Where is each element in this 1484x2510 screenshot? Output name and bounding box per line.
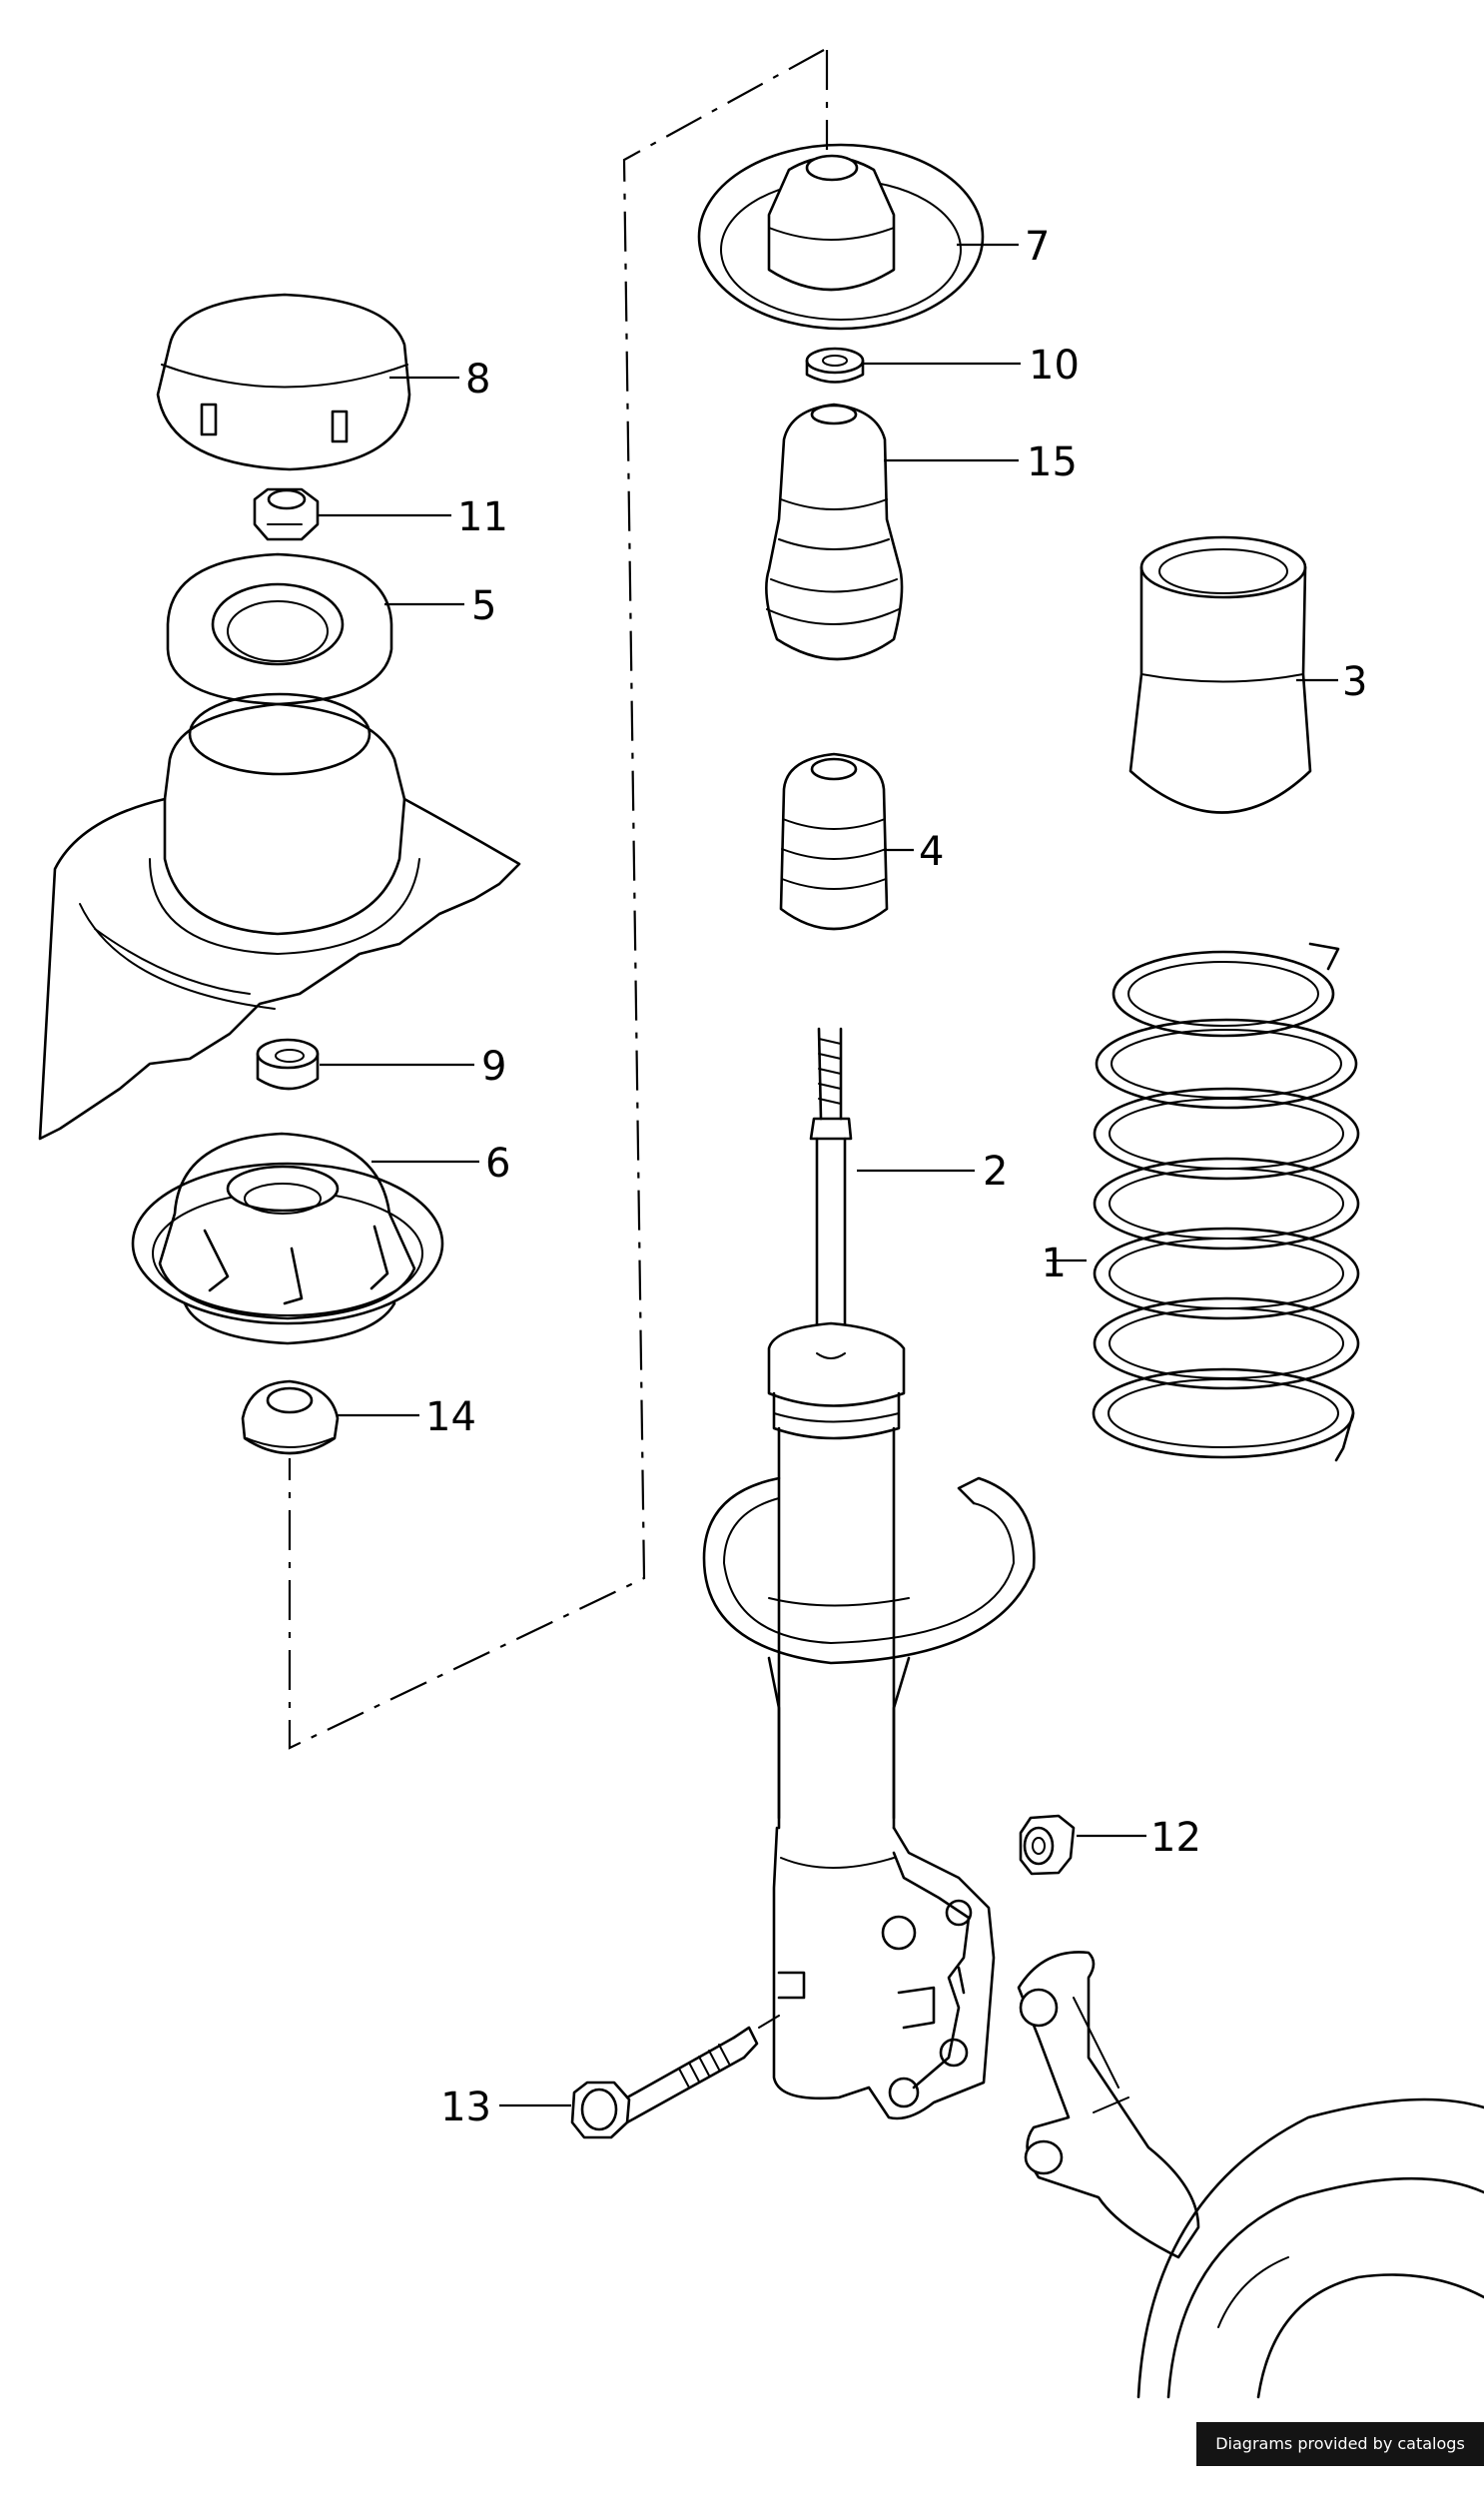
part-bump-stop-boot (765, 403, 904, 661)
callout-13: 13 (440, 2085, 491, 2130)
part-self-locking-nut (253, 487, 320, 541)
part-protective-sleeve (1128, 535, 1312, 814)
strut-tower (38, 692, 521, 1141)
callout-15: 15 (1027, 439, 1078, 485)
part-bearing-washer (166, 552, 393, 706)
callout-2: 2 (983, 1149, 1008, 1195)
callout-5: 5 (471, 583, 496, 629)
credit-badge[interactable]: Diagrams provided by catalogs parts (1196, 2422, 1484, 2497)
callout-12: 12 (1150, 1815, 1201, 1861)
part-coil-spring (1092, 942, 1360, 1462)
callout-10: 10 (1029, 343, 1080, 389)
callout-3: 3 (1342, 659, 1367, 705)
part-spring-seat (697, 143, 985, 331)
part-shock-absorber (702, 1027, 1036, 2120)
part-nut (1019, 1814, 1076, 1876)
steering-knuckle (1017, 1951, 1484, 2399)
callout-9: 9 (481, 1044, 506, 1090)
callout-11: 11 (457, 494, 508, 540)
part-spacer-sleeve (256, 1038, 320, 1091)
part-bump-stop (779, 752, 889, 931)
part-washer (805, 347, 865, 384)
callout-1: 1 (1042, 1241, 1067, 1286)
part-strut-mount (131, 1132, 444, 1345)
callout-6: 6 (485, 1141, 510, 1187)
callout-14: 14 (425, 1394, 476, 1440)
part-bolt (570, 2015, 780, 2139)
callout-4: 4 (919, 829, 944, 875)
callout-7: 7 (1025, 224, 1050, 270)
part-rubber-bushing (241, 1379, 340, 1455)
callout-labels: 1 2 3 4 5 6 7 8 9 10 11 12 13 14 15 (425, 224, 1367, 2130)
callout-8: 8 (465, 357, 490, 403)
leader-lines (318, 243, 1338, 2107)
part-cap (156, 293, 411, 471)
assembly-guide-lines (288, 49, 829, 1750)
